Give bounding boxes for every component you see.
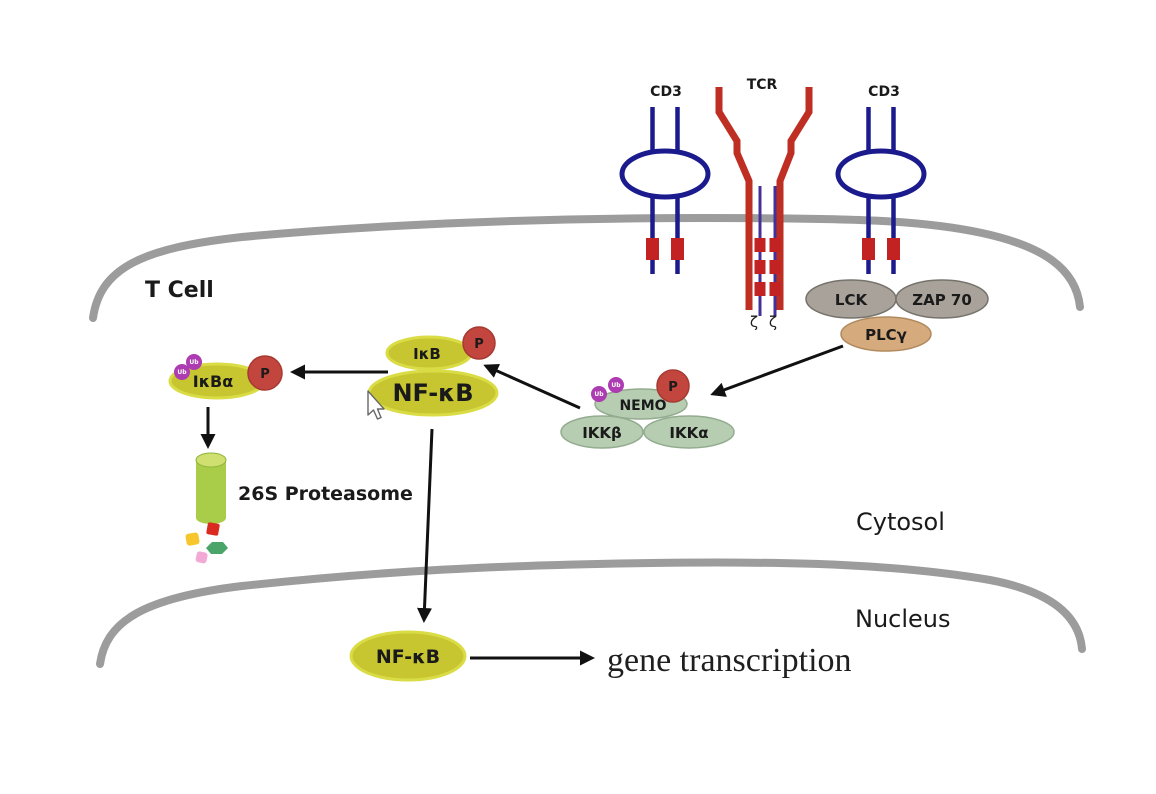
phospho-badge bbox=[462, 326, 496, 360]
itam-box bbox=[754, 260, 766, 274]
nfkb-nucleus-protein bbox=[349, 630, 467, 682]
itam-box bbox=[754, 282, 766, 296]
plc-gamma-protein bbox=[840, 316, 932, 352]
cd3-receptor-left bbox=[619, 107, 711, 274]
proteasome-top bbox=[195, 452, 227, 468]
itam-box bbox=[769, 238, 781, 252]
ubiquitin-badge bbox=[608, 377, 624, 393]
fragment-green-hexagon bbox=[206, 542, 228, 554]
gene-transcription-label: gene transcription bbox=[607, 642, 852, 679]
zap70-label: ZAP 70 bbox=[912, 291, 972, 309]
nuclear-membrane bbox=[96, 558, 1086, 668]
ikk-alpha-label: IKKα bbox=[669, 424, 708, 442]
nucleus-label: Nucleus bbox=[855, 605, 951, 633]
itam-box bbox=[769, 282, 781, 296]
arrow-ikk-to-nfkb bbox=[483, 364, 581, 410]
zeta-left-label: ζ bbox=[750, 313, 758, 331]
ubiquitin-badge bbox=[174, 364, 190, 380]
fragment-yellow bbox=[185, 532, 200, 546]
ikk-complex bbox=[560, 369, 735, 449]
cd3-right-label: CD3 bbox=[868, 84, 900, 100]
plasma-membrane bbox=[89, 213, 1084, 322]
itam-box bbox=[754, 238, 766, 252]
ikb-label: IκB bbox=[413, 345, 441, 363]
cd3-ig-loop bbox=[835, 148, 927, 200]
ubiquitin-badge bbox=[186, 354, 202, 370]
ubiquitin-badge bbox=[591, 386, 607, 402]
cd3-left-label: CD3 bbox=[650, 84, 682, 100]
proteasome bbox=[195, 452, 227, 524]
protein-fragments bbox=[185, 522, 228, 564]
fragment-pink bbox=[195, 551, 208, 564]
zap70-protein bbox=[895, 279, 989, 319]
arrow-plc-to-ikk bbox=[710, 344, 844, 397]
ikk-alpha-protein bbox=[643, 415, 735, 449]
ubiquitin-label: Ub bbox=[611, 382, 621, 389]
ikk-beta-protein bbox=[560, 415, 644, 449]
itam-box bbox=[769, 260, 781, 274]
t-cell-label: T Cell bbox=[145, 278, 214, 303]
proteasome-body bbox=[196, 460, 226, 518]
ikk-beta-label: IKKβ bbox=[582, 424, 622, 442]
tcr-alpha-chain bbox=[715, 87, 753, 310]
tcr-beta-chain bbox=[776, 87, 813, 310]
itam-box bbox=[887, 238, 900, 260]
phospho-badge bbox=[656, 369, 690, 403]
ubiquitin-label: Ub bbox=[594, 391, 604, 398]
plc-gamma-label: PLCγ bbox=[865, 326, 907, 344]
proteasome-label: 26S Proteasome bbox=[238, 483, 413, 505]
nfkb-nucleus-label: NF-κB bbox=[376, 646, 440, 668]
itam-box bbox=[671, 238, 684, 260]
arrow-nfkb-to-nucleus bbox=[417, 428, 434, 623]
mouse-cursor bbox=[367, 390, 385, 420]
phospho-label: P bbox=[474, 337, 484, 352]
phospho-badge bbox=[247, 355, 283, 391]
lck-label: LCK bbox=[835, 291, 869, 309]
itam-box bbox=[862, 238, 875, 260]
itam-box bbox=[646, 238, 659, 260]
tcr-receptor bbox=[715, 87, 813, 316]
tcr-label: TCR bbox=[747, 77, 778, 93]
zeta-right-label: ζ bbox=[769, 313, 777, 331]
cd3-ig-loop bbox=[619, 148, 711, 200]
fragment-red bbox=[206, 522, 220, 536]
ikb-alpha-label: IκBα bbox=[193, 372, 234, 391]
nemo-label: NEMO bbox=[619, 398, 666, 414]
ubiquitin-label: Ub bbox=[177, 369, 187, 376]
nfkb-ikb-complex bbox=[367, 326, 499, 417]
proteasome-bottom bbox=[196, 512, 226, 524]
cd3-receptor-right bbox=[835, 107, 927, 274]
ikb-alpha-complex bbox=[168, 354, 283, 400]
phospho-label: P bbox=[260, 367, 270, 382]
phospho-label: P bbox=[668, 380, 678, 395]
ubiquitin-label: Ub bbox=[189, 359, 199, 366]
nfkb-cytosol-label: NF-κB bbox=[392, 379, 473, 407]
cytosol-label: Cytosol bbox=[856, 508, 945, 536]
